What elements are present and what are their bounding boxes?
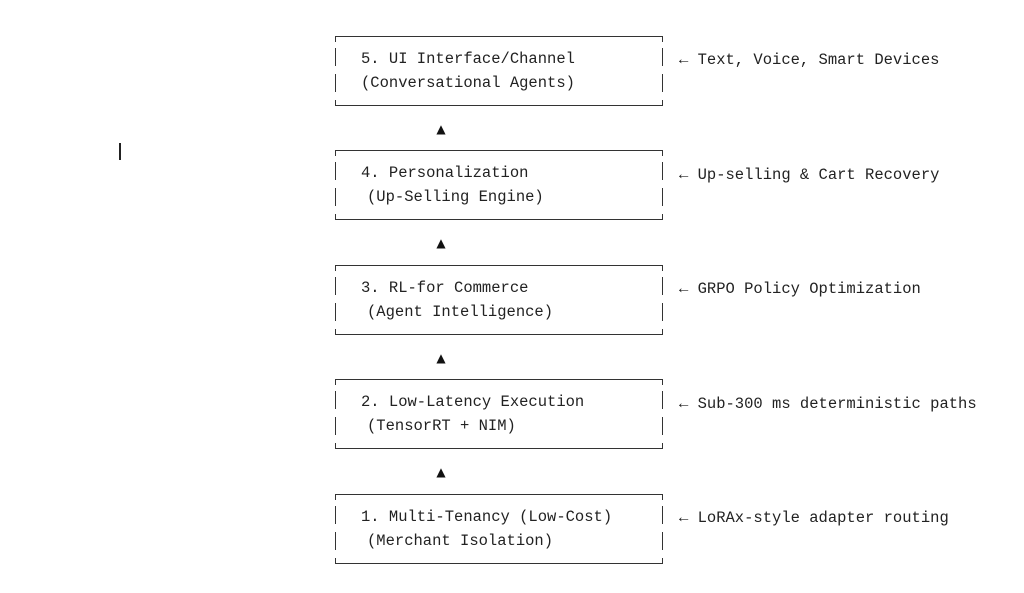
layer-box-3: 3. RL-for Commerce (Agent Intelligence)	[335, 265, 663, 335]
layer-5-note: ← Text, Voice, Smart Devices	[679, 51, 940, 69]
layer-box-2: 2. Low-Latency Execution (TensorRT + NIM…	[335, 379, 663, 449]
text-cursor-icon	[119, 143, 121, 160]
layer-1-subtitle: (Merchant Isolation)	[367, 532, 554, 550]
layer-2-subtitle: (TensorRT + NIM)	[367, 417, 516, 435]
layer-2-title: 2. Low-Latency Execution	[361, 393, 585, 411]
layer-4-note: ← Up-selling & Cart Recovery	[679, 166, 940, 184]
up-arrow-icon: ▲	[436, 465, 446, 479]
layer-3-note: ← GRPO Policy Optimization	[679, 280, 921, 298]
layer-3-title: 3. RL-for Commerce	[361, 279, 529, 297]
layer-box-5: 5. UI Interface/Channel (Conversational …	[335, 36, 663, 106]
layer-2-note: ← Sub-300 ms deterministic paths	[679, 395, 977, 413]
up-arrow-icon: ▲	[436, 122, 446, 136]
layer-box-1: 1. Multi-Tenancy (Low-Cost) (Merchant Is…	[335, 494, 663, 564]
layer-box-4: 4. Personalization (Up-Selling Engine)	[335, 150, 663, 220]
layer-5-title: 5. UI Interface/Channel	[361, 50, 575, 68]
layer-4-subtitle: (Up-Selling Engine)	[367, 188, 544, 206]
up-arrow-icon: ▲	[436, 351, 446, 365]
layer-5-subtitle: (Conversational Agents)	[361, 74, 575, 92]
layer-1-title: 1. Multi-Tenancy (Low-Cost)	[361, 508, 613, 526]
layer-1-note: ← LoRAx-style adapter routing	[679, 509, 949, 527]
up-arrow-icon: ▲	[436, 236, 446, 250]
layer-3-subtitle: (Agent Intelligence)	[367, 303, 554, 321]
layer-4-title: 4. Personalization	[361, 164, 529, 182]
